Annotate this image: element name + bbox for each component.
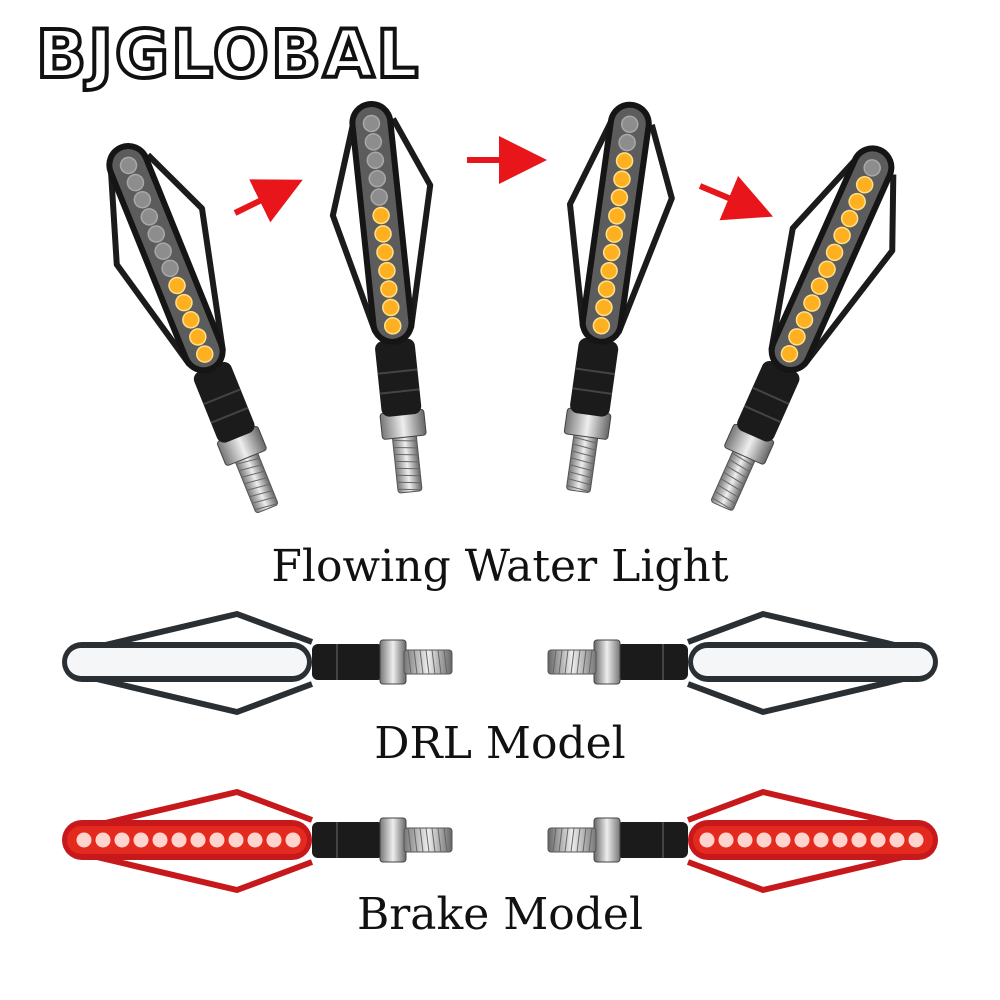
led-dot [610, 188, 629, 207]
led-dot [370, 188, 388, 206]
led-dot [851, 832, 867, 848]
led-dot [813, 832, 829, 848]
flowing-light-4 [710, 145, 897, 511]
flowing-light-2 [329, 100, 434, 494]
led-dot [168, 276, 186, 295]
led-dot [152, 832, 168, 848]
led-dot [380, 280, 398, 298]
led-dot [195, 345, 214, 363]
flowing-light-3 [563, 101, 675, 493]
drl-light-left [62, 611, 453, 715]
led-dot [171, 832, 187, 848]
led-dot [366, 151, 385, 170]
led-dot [794, 832, 810, 848]
led-dot [376, 243, 394, 262]
led-dot [908, 832, 924, 848]
led-dot [795, 311, 814, 329]
led-dot [175, 293, 193, 312]
led-dot [382, 298, 400, 317]
led-dot [737, 832, 753, 848]
led-dot [362, 114, 381, 133]
led-dot [608, 207, 626, 225]
sequence-arrow-1 [233, 179, 303, 223]
led-dot [788, 328, 806, 346]
led-dot [189, 328, 207, 346]
led-dot [832, 832, 848, 848]
led-dot [615, 152, 634, 170]
led-dot [803, 294, 821, 312]
flowing-water-light-caption: Flowing Water Light [271, 541, 729, 592]
led-dot [378, 261, 396, 280]
led-dot [840, 209, 859, 228]
led-dot [602, 243, 621, 262]
led-dot [209, 832, 225, 848]
led-dot [775, 832, 791, 848]
led-dot [114, 832, 130, 848]
drl-model-caption: DRL Model [374, 718, 626, 769]
led-dot [247, 832, 263, 848]
led-dot [848, 192, 866, 211]
led-dot [95, 832, 111, 848]
led-dot [119, 156, 138, 175]
led-dot [161, 259, 179, 278]
led-dot [718, 832, 734, 848]
led-dot [140, 208, 159, 226]
led-dot [605, 225, 624, 243]
brake-light-right [547, 789, 938, 893]
led-dot [620, 115, 639, 133]
sequence-arrow-3 [698, 175, 774, 221]
led-dot [863, 159, 881, 177]
brand-logo: BJGLOBAL [34, 16, 421, 93]
led-dot [133, 190, 152, 209]
led-dot [154, 242, 172, 260]
led-dot [383, 317, 402, 335]
led-dot [266, 832, 282, 848]
led-dot [833, 226, 851, 245]
brake-light-left [62, 789, 453, 893]
led-dot [374, 225, 392, 243]
led-dot [76, 832, 92, 848]
led-dot [368, 169, 386, 188]
led-dot [870, 832, 886, 848]
led-dot [618, 133, 636, 152]
led-dot [228, 832, 244, 848]
led-dot [889, 832, 905, 848]
led-dot [810, 277, 829, 295]
led-dot [592, 316, 611, 335]
led-dot [600, 262, 618, 280]
led-dot [699, 832, 715, 848]
led-dot [818, 260, 836, 278]
led-dot [190, 832, 206, 848]
led-dot [780, 345, 799, 363]
led-dot [182, 311, 200, 329]
led-dot [285, 832, 301, 848]
led-dot [595, 298, 613, 317]
led-dot [133, 832, 149, 848]
led-dot [372, 206, 390, 225]
led-dot [364, 133, 383, 151]
drl-light-right [547, 611, 938, 715]
led-dot [126, 173, 145, 192]
led-dot [825, 243, 844, 262]
led-dot [597, 280, 616, 298]
brake-model-caption: Brake Model [356, 889, 644, 940]
led-dot [756, 832, 772, 848]
led-dot [147, 225, 165, 243]
led-dot [613, 170, 631, 188]
led-dot [855, 175, 874, 194]
flowing-light-1 [106, 142, 279, 514]
